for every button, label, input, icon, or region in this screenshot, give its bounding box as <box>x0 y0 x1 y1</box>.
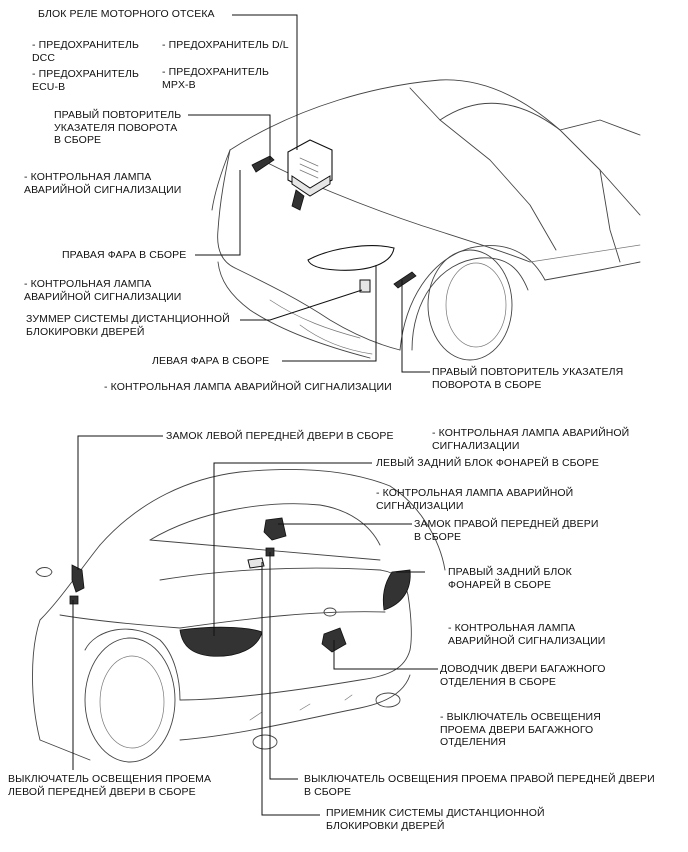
front-right-door-lock-part <box>263 517 287 541</box>
left-turn-repeater-part <box>393 271 417 289</box>
label-hazard-lamp-2: - КОНТРОЛЬНАЯ ЛАМПА АВАРИЙНОЙ СИГНАЛИЗАЦ… <box>24 278 182 303</box>
label-luggage-courtesy-switch: - ВЫКЛЮЧАТЕЛЬ ОСВЕЩЕНИЯ ПРОЕМА ДВЕРИ БАГ… <box>440 711 601 748</box>
label-right-repeater-2: ПРАВЫЙ ПОВТОРИТЕЛЬ УКАЗАТЕЛЯ ПОВОРОТА В … <box>432 366 624 391</box>
front-left-door-lock-part <box>71 564 85 593</box>
label-door-lock-buzzer: ЗУММЕР СИСТЕМЫ ДИСТАНЦИОННОЙ БЛОКИРОВКИ … <box>26 313 230 338</box>
buzzer-part <box>359 279 371 293</box>
label-hazard-lamp-3: - КОНТРОЛЬНАЯ ЛАМПА АВАРИЙНОЙ СИГНАЛИЗАЦ… <box>104 381 392 393</box>
label-left-rear-combo-lamp: ЛЕВЫЙ ЗАДНИЙ БЛОК ФОНАРЕЙ В СБОРЕ <box>376 457 599 469</box>
label-front-right-courtesy-switch: ВЫКЛЮЧАТЕЛЬ ОСВЕЩЕНИЯ ПРОЕМА ПРАВОЙ ПЕРЕ… <box>304 773 655 798</box>
label-right-side-repeater: ПРАВЫЙ ПОВТОРИТЕЛЬ УКАЗАТЕЛЯ ПОВОРОТА В … <box>54 109 182 146</box>
engine-relay-block-part <box>287 139 333 211</box>
receiver-part <box>247 557 265 569</box>
label-luggage-door-closer: ДОВОДЧИК ДВЕРИ БАГАЖНОГО ОТДЕЛЕНИЯ В СБО… <box>440 663 606 688</box>
rear-car-outline <box>32 468 446 763</box>
label-hazard-lamp-1: - КОНТРОЛЬНАЯ ЛАМПА АВАРИЙНОЙ СИГНАЛИЗАЦ… <box>24 171 182 196</box>
label-fuse-dcc: - ПРЕДОХРАНИТЕЛЬ DCC <box>32 39 140 64</box>
label-fuse-mpx-b: - ПРЕДОХРАНИТЕЛЬ MPX-B <box>162 66 270 91</box>
label-hazard-lamp-c: - КОНТРОЛЬНАЯ ЛАМПА АВАРИЙНОЙ СИГНАЛИЗАЦ… <box>448 622 606 647</box>
label-front-left-door-lock: ЗАМОК ЛЕВОЙ ПЕРЕДНЕЙ ДВЕРИ В СБОРЕ <box>166 430 394 442</box>
right-turn-repeater-part <box>251 155 275 173</box>
label-right-headlamp: ПРАВАЯ ФАРА В СБОРЕ <box>62 249 187 261</box>
left-rear-lamp-part <box>179 626 263 657</box>
bottom-leader-lines <box>72 435 438 816</box>
label-left-headlamp: ЛЕВАЯ ФАРА В СБОРЕ <box>152 355 270 367</box>
label-fuse-ecu-b: - ПРЕДОХРАНИТЕЛЬ ECU-B <box>32 68 140 93</box>
label-right-rear-combo-lamp: ПРАВЫЙ ЗАДНИЙ БЛОК ФОНАРЕЙ В СБОРЕ <box>448 566 572 591</box>
label-hazard-lamp-a: - КОНТРОЛЬНАЯ ЛАМПА АВАРИЙНОЙ СИГНАЛИЗАЦ… <box>432 427 630 452</box>
label-fuse-dl: - ПРЕДОХРАНИТЕЛЬ D/L <box>162 39 289 51</box>
front-left-courtesy-switch-part <box>69 595 79 605</box>
label-front-right-door-lock: ЗАМОК ПРАВОЙ ПЕРЕДНЕЙ ДВЕРИ В СБОРЕ <box>414 518 599 543</box>
label-front-left-courtesy-switch: ВЫКЛЮЧАТЕЛЬ ОСВЕЩЕНИЯ ПРОЕМА ЛЕВОЙ ПЕРЕД… <box>8 773 212 798</box>
label-door-lock-receiver: ПРИЕМНИК СИСТЕМЫ ДИСТАНЦИОННОЙ БЛОКИРОВК… <box>326 807 545 832</box>
label-engine-relay-block: БЛОК РЕЛЕ МОТОРНОГО ОТСЕКА <box>38 8 215 20</box>
right-headlamp-part <box>307 245 395 271</box>
label-hazard-lamp-b: - КОНТРОЛЬНАЯ ЛАМПА АВАРИЙНОЙ СИГНАЛИЗАЦ… <box>376 487 574 512</box>
top-leader-lines <box>188 14 430 373</box>
right-rear-lamp-part <box>382 569 411 611</box>
